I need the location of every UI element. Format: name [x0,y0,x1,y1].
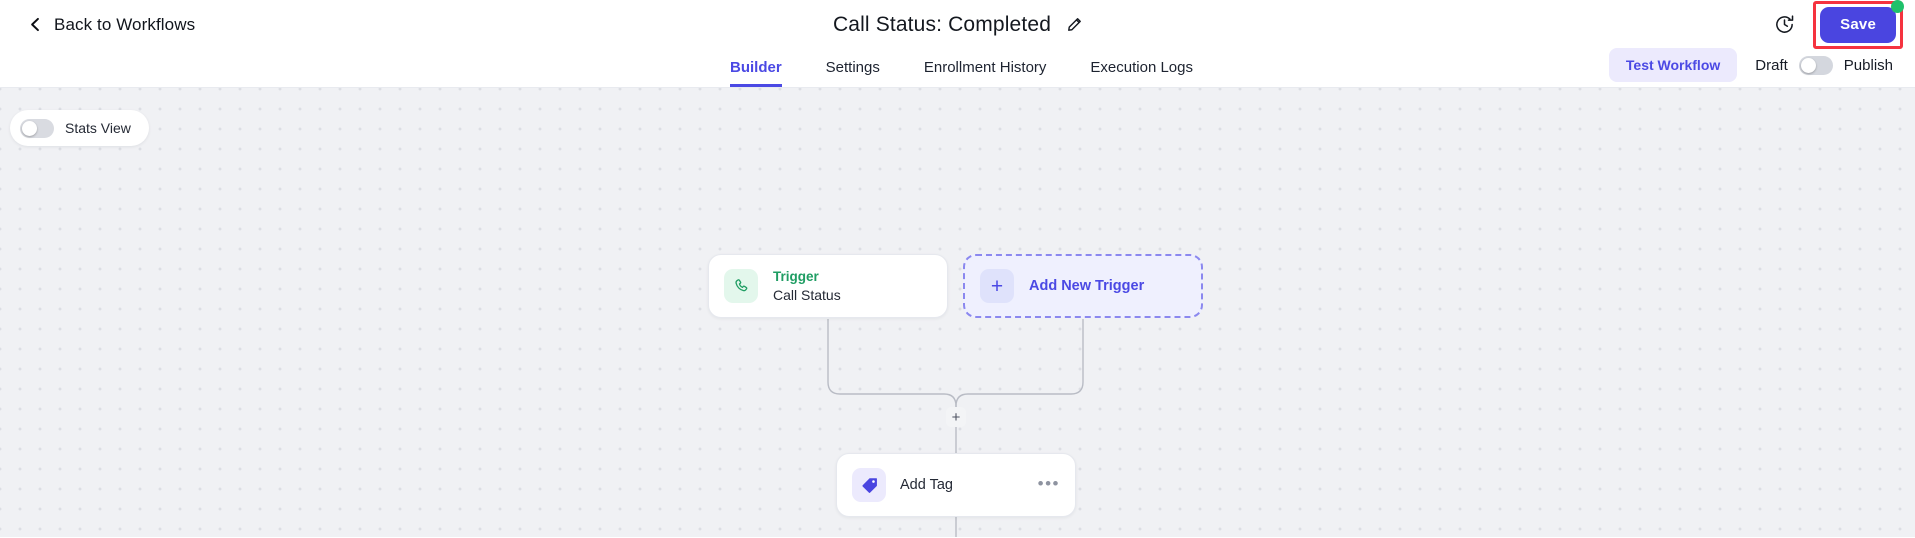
stats-view-label: Stats View [65,120,131,136]
tab-enrollment-history[interactable]: Enrollment History [923,59,1047,76]
tab-builder[interactable]: Builder [729,60,782,87]
save-button[interactable]: Save [1820,6,1896,43]
add-new-trigger-label: Add New Trigger [1029,278,1145,294]
action-label: Add Tag [900,477,953,493]
workflow-title-group: Call Status: Completed [0,0,1915,49]
tag-icon [852,468,886,502]
node-action-add-tag[interactable]: Add Tag ••• [836,453,1076,517]
workflow-canvas[interactable]: Stats View [0,88,1915,537]
top-bar-actions: Save [1769,0,1915,49]
trigger-text-group: Trigger Call Status [773,269,841,303]
node-add-new-trigger[interactable]: + Add New Trigger [963,254,1203,318]
publish-toggle[interactable] [1798,55,1833,75]
back-to-workflows-label: Back to Workflows [54,14,196,34]
publish-label: Publish [1843,56,1893,74]
pencil-icon[interactable] [1067,17,1082,32]
tab-bar-actions: Test Workflow Draft Publish [1608,48,1901,82]
publish-toggle-group: Draft Publish [1755,55,1901,75]
phone-call-icon [724,269,758,303]
flow-connectors [827,319,1084,537]
save-button-highlight: Save [1813,0,1904,49]
publish-toggle-knob [1800,57,1816,73]
draft-label: Draft [1755,56,1788,74]
ellipsis-icon[interactable]: ••• [1037,473,1060,493]
top-bar: Back to Workflows Call Status: Completed [0,0,1915,49]
stats-view-toggle-knob [22,120,37,136]
back-to-workflows-button[interactable]: Back to Workflows [28,15,195,35]
unsaved-changes-dot-icon [1891,0,1904,13]
test-workflow-button[interactable]: Test Workflow [1608,48,1738,82]
stats-view-toggle[interactable] [20,118,54,138]
tab-bar: Builder Settings Enrollment History Exec… [0,48,1915,88]
tab-execution-logs[interactable]: Execution Logs [1090,59,1193,76]
trigger-kind-label: Trigger [773,269,819,285]
chevron-left-icon [28,17,43,32]
tab-settings[interactable]: Settings [825,59,880,76]
clock-history-icon[interactable] [1769,10,1799,40]
stats-view-control: Stats View [10,110,149,146]
flow-graph: Trigger Call Status + Add New Trigger + [0,88,1915,537]
trigger-name-label: Call Status [773,286,841,303]
node-trigger-call-status[interactable]: Trigger Call Status [708,254,948,318]
tab-list: Builder Settings Enrollment History Exec… [722,49,1193,87]
add-step-button-top[interactable]: + [946,407,966,427]
page-title: Call Status: Completed [832,12,1052,36]
plus-icon: + [980,269,1014,303]
